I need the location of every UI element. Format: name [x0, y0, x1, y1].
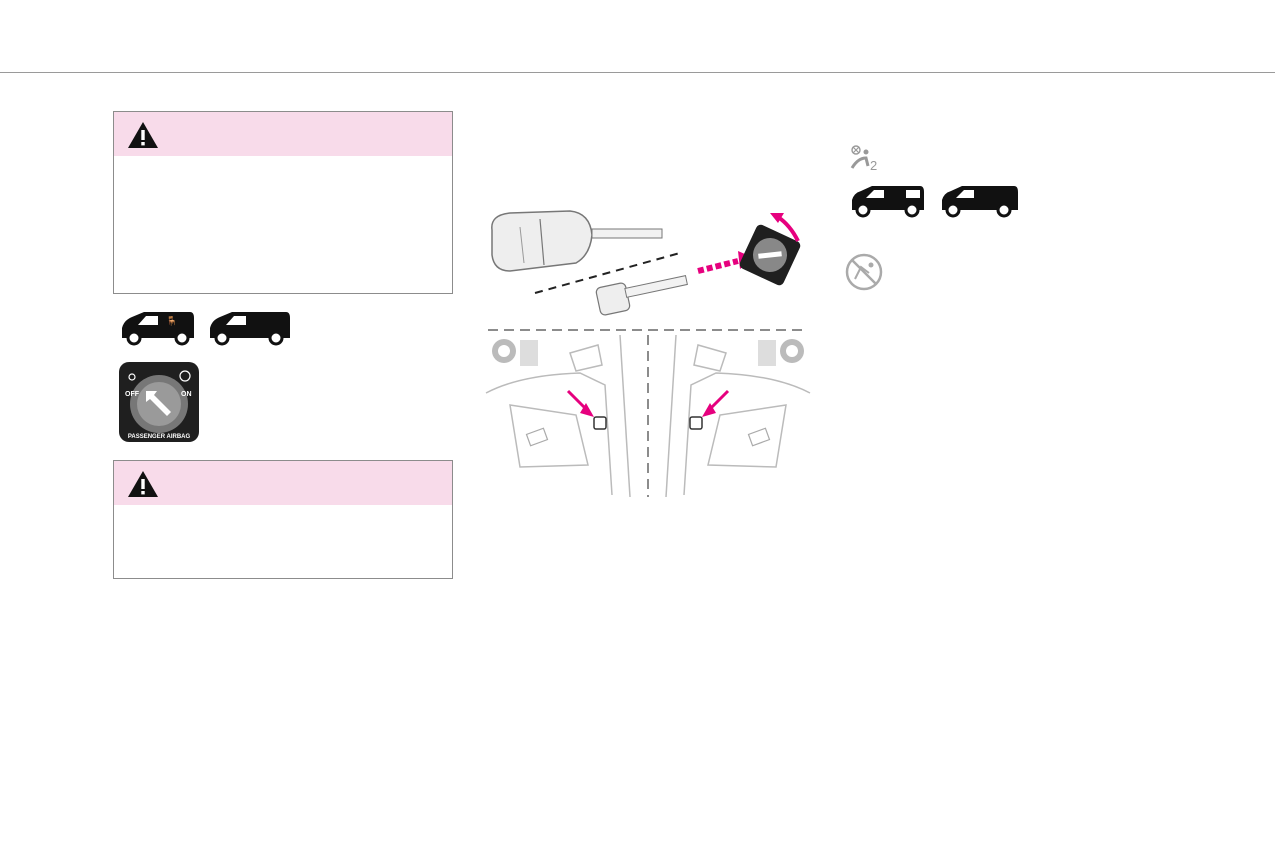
warning-box-1-header — [114, 112, 452, 156]
airbag-off-small-icon — [128, 373, 136, 381]
switch-ring-label: PASSENGER AIRBAG — [128, 434, 191, 440]
passenger-airbag-off-indicator-icon: 2 — [850, 145, 877, 173]
vehicle-variant-icons-right — [852, 186, 1018, 218]
warning-box-2-body — [114, 505, 452, 525]
svg-text:🪑: 🪑 — [166, 315, 177, 326]
passenger-airbag-switch: OFF ON PASSENGER AIRBAG — [119, 362, 199, 442]
van-short-rear-seats-icon — [852, 186, 924, 218]
van-long-icon — [210, 312, 290, 346]
rear-facing-child-seat-prohibited-icon — [845, 253, 883, 291]
indicator-subscript: 2 — [870, 158, 877, 173]
pointer-arrow-right-icon — [702, 403, 716, 417]
switch-on-label: ON — [181, 391, 192, 398]
switch-off-label: OFF — [125, 391, 140, 398]
airbag-switch-small-icon — [739, 224, 801, 286]
rotate-arrow-icon — [770, 213, 784, 223]
van-long-rear-seats-icon — [942, 186, 1018, 218]
key-blade-icon — [595, 275, 688, 316]
warning-box-2-header — [114, 461, 452, 505]
dashboard-right-illustration — [665, 334, 811, 498]
warning-box-1-body — [114, 156, 452, 176]
dashboard-left-illustration — [485, 334, 631, 498]
pointer-arrow-left-icon — [580, 403, 594, 417]
warning-triangle-icon — [128, 122, 158, 148]
key-and-switch-illustration — [485, 210, 811, 498]
vehicle-variant-icons-left: 🪑 — [122, 312, 290, 346]
van-short-icon: 🪑 — [122, 312, 194, 346]
top-divider — [0, 72, 1275, 73]
child-seat-small-icon — [179, 370, 191, 382]
warning-box-2 — [113, 460, 453, 579]
warning-box-1 — [113, 111, 453, 294]
warning-triangle-icon — [128, 471, 158, 497]
key-fob-icon — [491, 210, 663, 272]
